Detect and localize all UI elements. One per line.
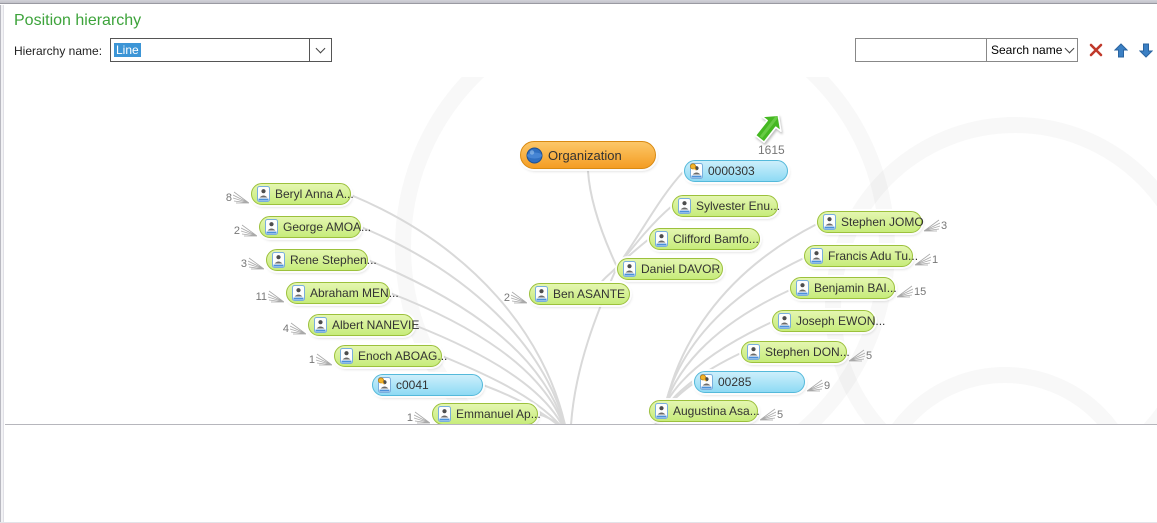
node-benjamin-bai[interactable]: Benjamin BAI...15 (790, 277, 926, 299)
node-francis-adu-tu[interactable]: Francis Adu Tu...1 (804, 245, 938, 267)
node-emmanuel-ap[interactable]: Emmanuel Ap...1 (407, 403, 541, 424)
node-beryl-anna-a[interactable]: Beryl Anna A...8 (226, 183, 354, 205)
person-card-icon (378, 377, 391, 393)
node-label: 00285 (718, 375, 752, 389)
node-0000303[interactable]: 0000303 (684, 160, 788, 182)
person-card-icon (810, 248, 823, 264)
clear-search-button[interactable] (1089, 43, 1103, 57)
hierarchy-name-combobox[interactable]: Line (110, 38, 332, 62)
node-label: 0000303 (708, 164, 755, 178)
person-card-icon (265, 219, 278, 235)
search-scope-dropdown[interactable]: Search name (986, 38, 1078, 62)
node-c0041[interactable]: c0041 (372, 374, 483, 396)
blue-arrow-up-icon (1114, 42, 1128, 57)
green-arrow-cursor-icon (747, 110, 795, 161)
person-card-icon (623, 261, 636, 277)
person-card-icon (678, 198, 691, 214)
node-label: Ben ASANTE (553, 287, 626, 301)
blue-arrow-down-icon (1139, 43, 1153, 58)
node-augustina-asa[interactable]: Augustina Asa...5 (649, 400, 783, 422)
search-scope-label: Search name (991, 43, 1063, 57)
person-card-icon (747, 344, 760, 360)
window-left-border (0, 5, 4, 523)
person-card-icon (257, 186, 270, 202)
person-card-icon (438, 406, 451, 422)
chevron-down-icon (315, 43, 326, 54)
node-label: Sylvester Enu... (696, 199, 781, 213)
person-card-icon (535, 286, 548, 302)
person-card-icon (823, 214, 836, 230)
find-next-button[interactable] (1139, 43, 1153, 58)
node-rene-stephen[interactable]: Rene Stephen...3 (241, 249, 377, 271)
node-daniel-davor[interactable]: Daniel DAVOR (617, 258, 723, 280)
node-label: Abraham MEN... (310, 286, 399, 300)
node-label: Joseph EWON... (796, 314, 886, 328)
node-enoch-aboag[interactable]: Enoch ABOAG...1 (309, 345, 447, 367)
person-card-icon (272, 252, 285, 268)
node-label: Emmanuel Ap... (456, 407, 541, 421)
person-card-icon (778, 313, 791, 329)
node-joseph-ewon[interactable]: Joseph EWON... (772, 310, 885, 332)
node-label: Enoch ABOAG... (358, 349, 448, 363)
node-sylvester-enu[interactable]: Sylvester Enu... (672, 195, 781, 217)
person-card-icon (796, 280, 809, 296)
node-label: Augustina Asa... (673, 404, 760, 418)
key-overlay-icon (378, 377, 385, 385)
node-label: Clifford Bamfo... (673, 232, 759, 246)
node-label: Daniel DAVOR (641, 262, 721, 276)
hierarchy-name-value: Line (114, 43, 141, 57)
node-label: Benjamin BAI... (814, 281, 897, 295)
person-card-icon (314, 317, 327, 333)
person-card-icon (340, 348, 353, 364)
node-george-amoa[interactable]: George AMOA...2 (234, 216, 371, 238)
person-card-icon (655, 231, 668, 247)
key-overlay-icon (690, 163, 697, 171)
search-toolbar: Search name (855, 38, 1153, 62)
node-label: Francis Adu Tu... (828, 249, 919, 263)
connector-lines (350, 170, 818, 424)
node-label: c0041 (396, 378, 429, 392)
hierarchy-name-label: Hierarchy name: (14, 44, 103, 58)
person-card-icon (690, 163, 703, 179)
person-card-icon (700, 374, 713, 390)
node-label: Beryl Anna A... (275, 187, 354, 201)
hierarchy-dropdown-button[interactable] (309, 39, 331, 61)
red-x-icon (1089, 43, 1103, 57)
node-abraham-men[interactable]: Abraham MEN...11 (256, 282, 399, 304)
person-card-icon (655, 403, 668, 419)
person-card-icon (292, 285, 305, 301)
node-label: Stephen DON... (765, 345, 850, 359)
key-overlay-icon (700, 374, 707, 382)
search-input[interactable] (855, 38, 986, 62)
chevron-down-icon (1064, 43, 1075, 54)
cursor-node-count: 1615 (758, 143, 785, 157)
window-top-border (0, 0, 1157, 4)
organization-icon (526, 147, 543, 163)
node-organization[interactable]: Organization (520, 141, 656, 169)
node-label: Rene Stephen... (290, 253, 377, 267)
node-stephen-don[interactable]: Stephen DON...5 (741, 341, 872, 363)
node-label: George AMOA... (283, 220, 372, 234)
find-previous-button[interactable] (1114, 42, 1128, 58)
node-label: Stephen JOMO (841, 215, 924, 229)
node-label: Organization (548, 147, 622, 163)
page-title: Position hierarchy (14, 12, 142, 29)
node-clifford-bamfo[interactable]: Clifford Bamfo... (649, 228, 760, 250)
node-label: Albert NANEVIE (332, 318, 420, 332)
